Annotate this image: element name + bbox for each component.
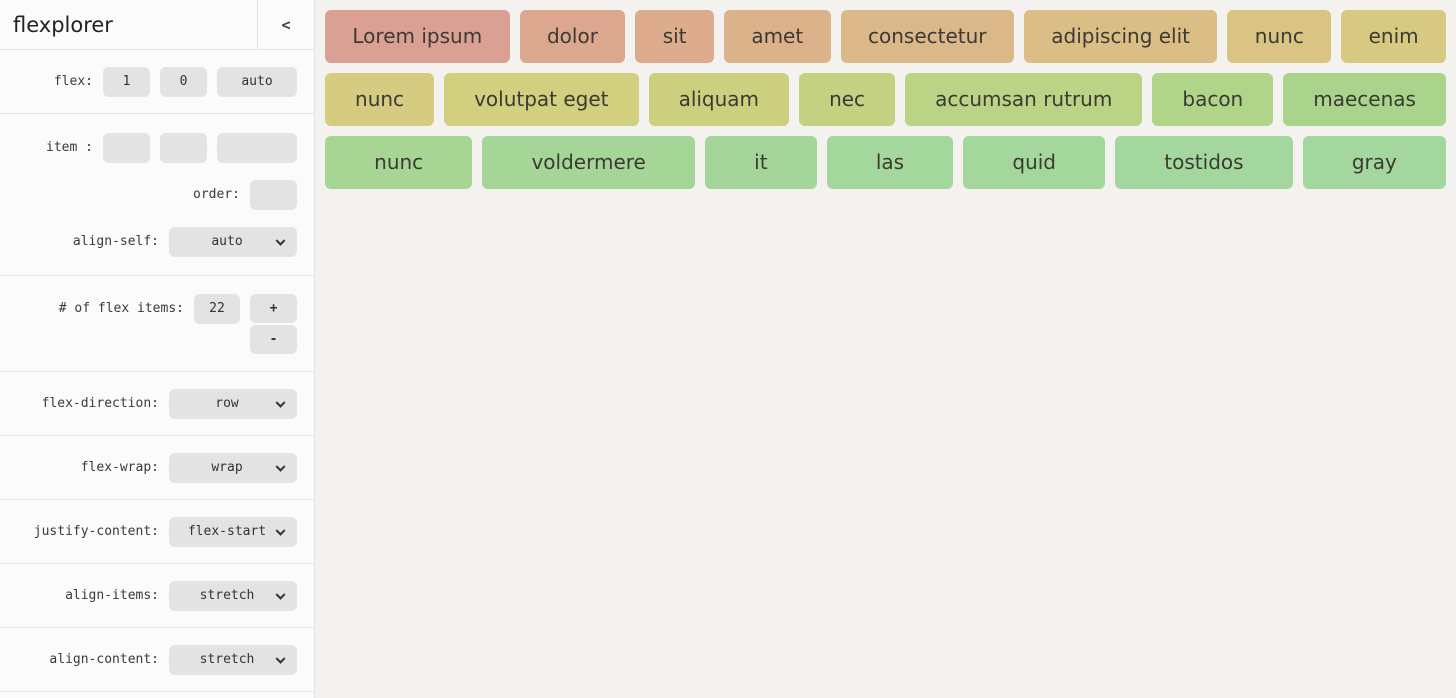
flex-direction-label: flex-direction:	[41, 396, 159, 411]
flex-item[interactable]: nunc	[1227, 10, 1332, 63]
align-content-value: stretch	[199, 652, 255, 667]
chevron-down-icon	[275, 589, 286, 600]
chevron-left-icon: <	[281, 15, 291, 34]
order-label: order:	[193, 187, 240, 202]
align-self-label: align-self:	[72, 234, 159, 249]
item-flex-row: item :	[0, 132, 297, 163]
align-items-row: align-items: stretch	[0, 564, 314, 628]
item-basis-input[interactable]	[217, 132, 297, 163]
item-grow-input[interactable]	[103, 132, 150, 163]
order-row: order:	[0, 179, 297, 210]
sidebar-header: flexplorer <	[0, 0, 314, 50]
align-content-select[interactable]: stretch	[169, 644, 297, 675]
flex-item[interactable]: amet	[723, 10, 831, 63]
flex-direction-value: row	[215, 396, 239, 411]
item-label: item :	[46, 140, 93, 155]
flex-item[interactable]: enim	[1341, 10, 1447, 63]
flex-item[interactable]: nunc	[325, 73, 435, 126]
decrement-button[interactable]: -	[250, 324, 297, 354]
flex-wrap-label: flex-wrap:	[80, 460, 159, 475]
flex-item[interactable]: Lorem ipsum	[325, 10, 510, 63]
flex-wrap-value: wrap	[211, 460, 243, 475]
flex-item[interactable]: nec	[799, 73, 896, 126]
flex-item[interactable]: las	[826, 136, 954, 189]
flex-item[interactable]: bacon	[1152, 73, 1274, 126]
chevron-down-icon	[275, 235, 286, 246]
align-items-value: stretch	[199, 588, 255, 603]
flex-item[interactable]: adipiscing elit	[1023, 10, 1218, 63]
stepper-buttons: + -	[250, 293, 297, 354]
flex-shorthand-section: flex:	[0, 50, 314, 114]
num-items-input[interactable]	[194, 293, 240, 324]
flex-item[interactable]: consectetur	[840, 10, 1014, 63]
align-content-label: align-content:	[49, 652, 159, 667]
flex-item[interactable]: accumsan rutrum	[905, 73, 1143, 126]
flex-item[interactable]: tostidos	[1115, 136, 1293, 189]
flex-item[interactable]: it	[705, 136, 817, 189]
num-items-section: # of flex items: + -	[0, 276, 314, 372]
chevron-down-icon	[275, 461, 286, 472]
order-input[interactable]	[250, 179, 297, 210]
sidebar-collapse-button[interactable]: <	[257, 0, 314, 49]
flex-item[interactable]: quid	[963, 136, 1106, 189]
item-settings-section: item : order: align-self: auto	[0, 114, 314, 276]
flex-grow-input[interactable]	[103, 66, 150, 97]
flex-basis-input[interactable]	[217, 66, 297, 97]
flex-direction-select[interactable]: row	[169, 388, 297, 419]
flex-label: flex:	[53, 74, 93, 89]
chevron-down-icon	[275, 397, 286, 408]
increment-button[interactable]: +	[250, 293, 297, 323]
flex-wrap-select[interactable]: wrap	[169, 452, 297, 483]
align-self-select[interactable]: auto	[169, 226, 297, 257]
num-items-label: # of flex items:	[58, 300, 184, 316]
flex-shrink-input[interactable]	[160, 66, 207, 97]
chevron-down-icon	[275, 653, 286, 664]
flex-item[interactable]: aliquam	[648, 73, 790, 126]
flex-item[interactable]: volutpat eget	[444, 73, 639, 126]
flex-item[interactable]: gray	[1302, 136, 1447, 189]
justify-content-select[interactable]: flex-start	[169, 516, 297, 547]
flex-item[interactable]: nunc	[325, 136, 473, 189]
align-content-row: align-content: stretch	[0, 628, 314, 692]
sidebar: flexplorer < flex: item : order: align-s…	[0, 0, 315, 698]
chevron-down-icon	[275, 525, 286, 536]
align-self-row: align-self: auto	[0, 226, 297, 257]
align-items-label: align-items:	[65, 588, 159, 603]
num-items-controls: # of flex items: + -	[58, 293, 297, 354]
flex-item[interactable]: maecenas	[1283, 73, 1446, 126]
item-shrink-input[interactable]	[160, 132, 207, 163]
align-items-select[interactable]: stretch	[169, 580, 297, 611]
align-self-value: auto	[211, 234, 243, 249]
app-title: flexplorer	[13, 12, 113, 37]
justify-content-label: justify-content:	[33, 524, 159, 539]
flex-item[interactable]: dolor	[519, 10, 626, 63]
flex-item[interactable]: sit	[635, 10, 714, 63]
flex-wrap-row: flex-wrap: wrap	[0, 436, 314, 500]
flex-item[interactable]: voldermere	[482, 136, 695, 189]
justify-content-value: flex-start	[187, 524, 267, 539]
flex-direction-row: flex-direction: row	[0, 372, 314, 436]
justify-content-row: justify-content: flex-start	[0, 500, 314, 564]
